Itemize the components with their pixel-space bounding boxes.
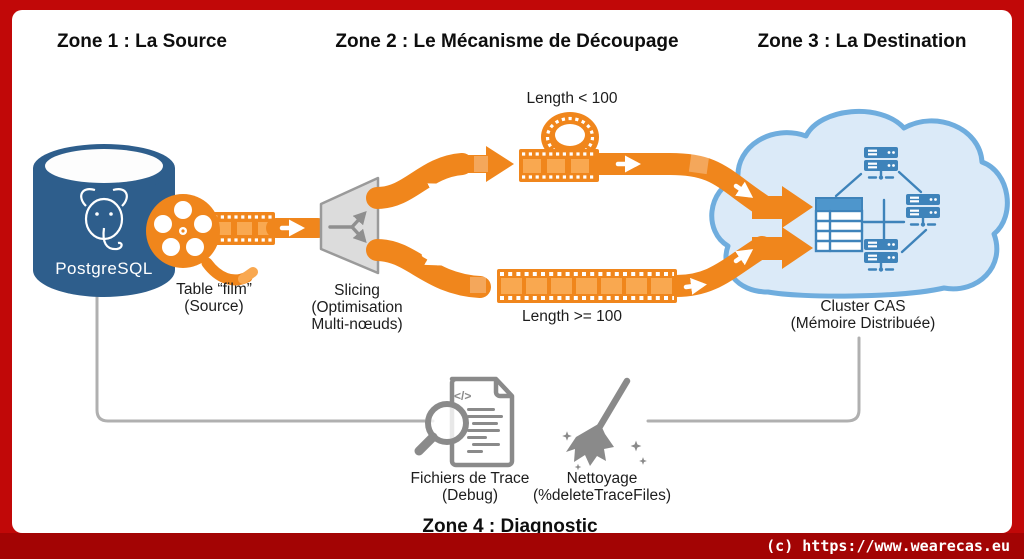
trace-file-icon: </> [414, 376, 515, 468]
slicing-sublabel-1: (Optimisation [311, 299, 403, 316]
film-strip-long-icon [497, 269, 677, 303]
length-short-label: Length < 100 [526, 90, 618, 107]
broom-icon [562, 377, 647, 471]
slicing-label: Slicing [334, 282, 380, 299]
cluster-network [814, 145, 942, 273]
cluster-label: Cluster CAS [820, 298, 906, 315]
connector-source-to-trace [95, 291, 435, 423]
length-long-label: Length >= 100 [522, 308, 622, 325]
block-arrow-cloud-top [752, 186, 813, 228]
magnifier-icon [414, 401, 469, 456]
film-reel-icon [146, 194, 275, 286]
zone4-title: Zone 4 : Diagnostic [422, 516, 598, 537]
table-grid-icon [814, 197, 864, 253]
zone1-title: Zone 1 : La Source [57, 31, 227, 52]
connector-cleanup-to-cluster [646, 336, 861, 423]
block-arrow-cloud-bottom [752, 227, 813, 269]
flow-branch-long [366, 227, 813, 298]
zone2-title: Zone 2 : Le Mécanisme de Découpage [335, 31, 679, 52]
cleanup-sublabel: (%deleteTraceFiles) [532, 487, 672, 504]
branch-arrows-icon [328, 211, 367, 243]
slicing-sublabel-2: Multi-nœuds) [311, 316, 403, 333]
splitter-icon [319, 176, 380, 275]
trace-files-sublabel: (Debug) [442, 487, 498, 504]
postgresql-elephant-icon [80, 188, 128, 251]
film-curl-icon [519, 112, 599, 182]
copyright-text: (c) https://www.wearecas.eu [766, 537, 1010, 555]
trace-files-label: Fichiers de Trace [410, 470, 530, 487]
table-film-label: Table “film” [176, 281, 252, 298]
flow-branch-short [366, 146, 813, 228]
sparkle-icon [639, 457, 647, 465]
sparkle-icon [562, 431, 572, 441]
block-arrow-top [462, 146, 514, 182]
sparkle-icon [630, 440, 642, 452]
table-film-sublabel: (Source) [184, 298, 244, 315]
code-glyph: </> [454, 389, 471, 403]
footer-band: (c) https://www.wearecas.eu [0, 533, 1024, 559]
cluster-sublabel: (Mémoire Distribuée) [790, 315, 936, 332]
cleanup-label: Nettoyage [566, 470, 638, 487]
database-cylinder-icon: PostgreSQL [33, 144, 175, 297]
postgresql-label: PostgreSQL [55, 259, 153, 278]
document-text-lines [467, 408, 503, 453]
zone3-title: Zone 3 : La Destination [757, 31, 967, 52]
